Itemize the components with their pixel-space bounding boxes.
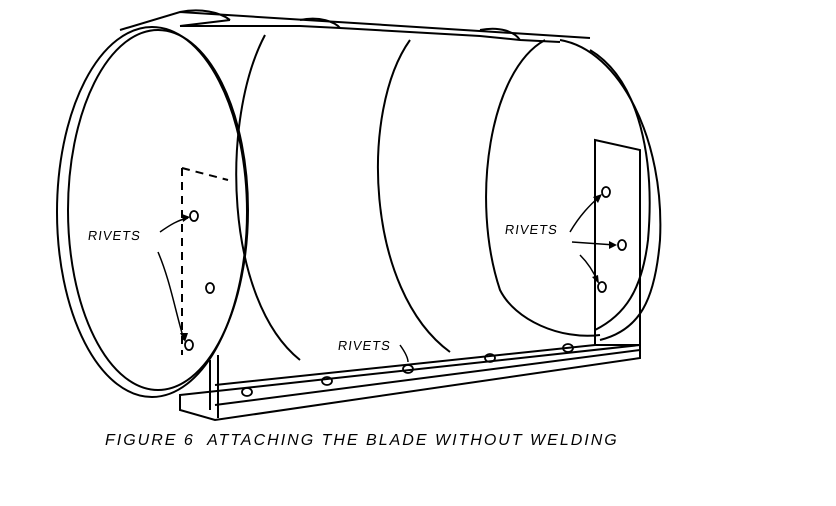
rivet — [562, 343, 574, 353]
rivets-label-right: RIVETS — [503, 222, 560, 237]
blade-bottom-inner — [214, 344, 641, 406]
rivet — [184, 339, 194, 351]
rivet — [484, 353, 496, 363]
arrow — [571, 241, 616, 246]
drum-hoop-3 — [485, 39, 601, 337]
rivet — [617, 239, 627, 251]
arrow-heads — [180, 194, 617, 342]
figure-caption: FIGURE 6 ATTACHING THE BLADE WITHOUT WEL… — [105, 432, 619, 449]
rivet — [241, 387, 253, 397]
blade-bottom — [179, 343, 641, 422]
rivet — [601, 186, 611, 198]
drum-far-end-inner — [589, 49, 651, 331]
blade-hidden-edge — [181, 167, 229, 355]
drum-top-band — [180, 25, 561, 43]
drum-hoop-2 — [377, 39, 451, 353]
rivet — [189, 210, 199, 222]
rivet — [402, 364, 414, 374]
blade-near-upright — [209, 355, 219, 418]
top-ring-3 — [479, 27, 521, 41]
drum-far-end — [559, 39, 662, 341]
arrow — [399, 344, 409, 363]
rivets — [184, 186, 627, 397]
rivet — [205, 282, 215, 294]
rivet — [321, 376, 333, 386]
top-ring-2 — [299, 17, 341, 29]
rivets-label-left: RIVETS — [86, 228, 143, 243]
rivets-label-bottom: RIVETS — [336, 338, 393, 353]
rivet — [597, 281, 607, 293]
drum-hoop-1 — [235, 34, 301, 361]
drum-near-end-rim — [67, 29, 249, 391]
arrow — [157, 251, 185, 341]
